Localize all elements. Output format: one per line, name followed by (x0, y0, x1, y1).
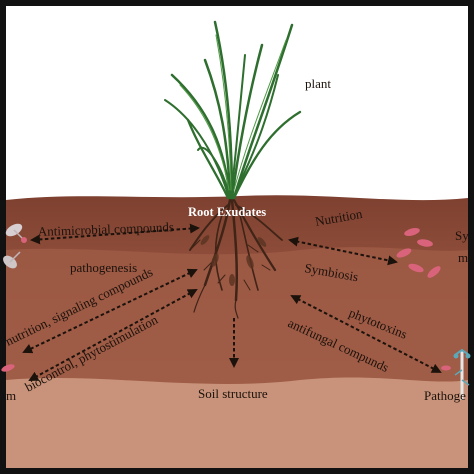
root-hair-cluster (200, 235, 267, 286)
arrow-phytotoxins (290, 295, 442, 373)
label-left-edge-partial: m (6, 388, 16, 403)
right-microbe-cluster (396, 228, 441, 278)
label-antimicrobial-compounds: Antimicrobial compounds (38, 219, 175, 239)
label-plant: plant (305, 76, 331, 91)
arrow-antimicrobial (30, 223, 200, 245)
label-soil-structure: Soil structure (198, 386, 268, 401)
arrow-biocontrol (28, 289, 198, 381)
pathogen-fungus-icon (441, 348, 471, 400)
label-right-edge-partial-2: mi (458, 250, 472, 265)
soil-layer-bottom (6, 377, 468, 468)
arrow-nutrition-symbiosis (288, 236, 398, 266)
label-pathogenesis: pathogenesis (70, 260, 137, 275)
left-microbe-cluster (1, 223, 27, 372)
label-root-exudates: Root Exudates (188, 205, 266, 219)
grass-highlights (179, 34, 287, 191)
label-right-bottom-partial: Pathoge (424, 388, 466, 403)
interaction-arrows (22, 223, 442, 381)
label-right-edge-partial-1: Sy (455, 228, 469, 243)
